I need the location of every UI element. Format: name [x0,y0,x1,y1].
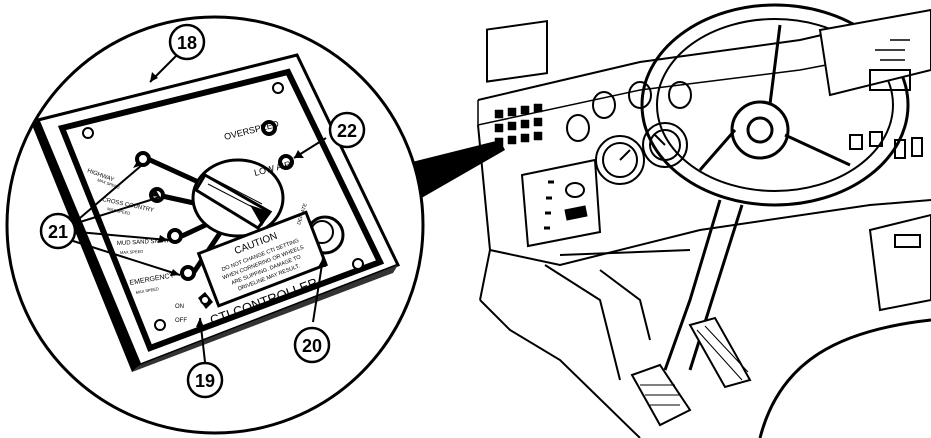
callout-20: 20 [295,328,329,362]
callout-22: 22 [330,113,364,147]
off-label: OFF [175,318,187,324]
seat-outline [760,320,931,438]
svg-text:19: 19 [195,371,215,391]
svg-text:21: 21 [48,222,68,242]
svg-text:22: 22 [337,121,357,141]
on-label: ON [175,304,184,310]
callout-21: 21 [41,214,75,248]
dash-switch-block [487,21,547,146]
callout-18: 18 [170,25,204,59]
callout-19: 19 [188,363,222,397]
dash-cti-panel [522,160,600,246]
svg-text:20: 20 [302,336,322,356]
svg-text:18: 18 [177,33,197,53]
dashboard-illustration [478,5,931,438]
emergency-lamp [182,267,194,279]
mud-sand-snow-lamp [169,230,181,242]
